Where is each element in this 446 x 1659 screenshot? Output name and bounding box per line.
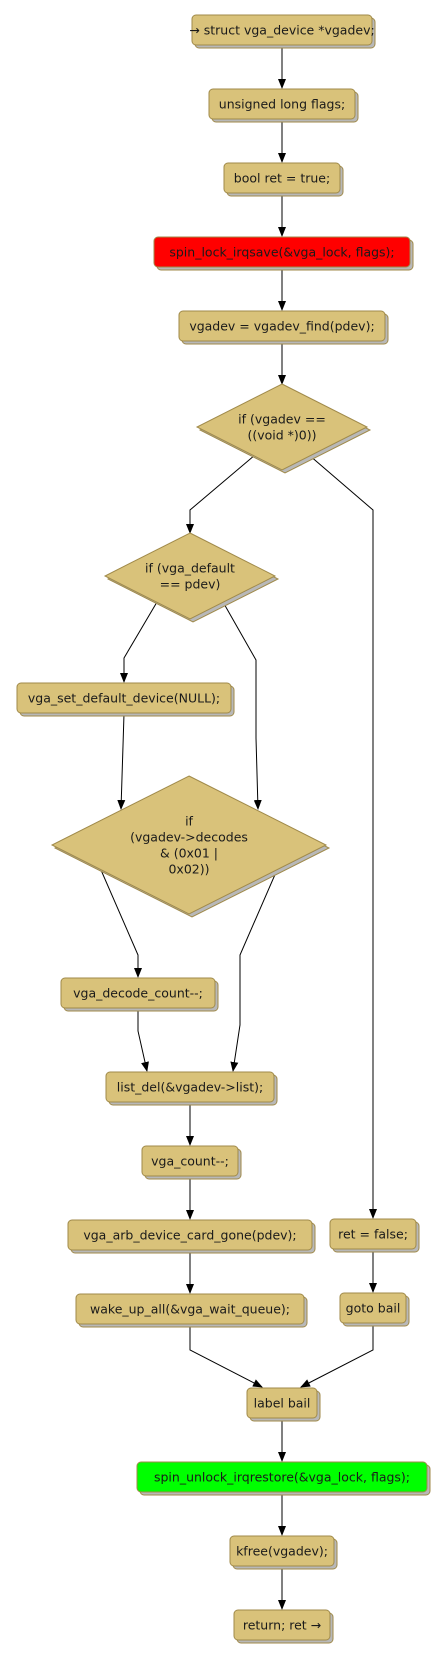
node-label: unsigned long flags; xyxy=(219,97,345,112)
edge-n7-n8 xyxy=(137,1009,149,1072)
decision-label-line: (vgadev->decodes xyxy=(130,830,248,845)
edge-d1-d2 xyxy=(186,454,256,534)
node-label: return; ret → xyxy=(243,1618,321,1633)
node-n14: label bail xyxy=(246,1387,321,1422)
node-box xyxy=(75,1293,305,1325)
edge-d2-n6 xyxy=(120,601,158,683)
node-box xyxy=(339,1292,407,1324)
node-label: wake_up_all(&vga_wait_queue); xyxy=(90,1302,290,1317)
node-label: kfree(vgadev); xyxy=(236,1544,328,1559)
edge-d2-d3 xyxy=(222,601,262,810)
decision-label-line: == pdev) xyxy=(160,577,221,592)
node-box xyxy=(105,1071,275,1103)
node-label: list_del(&vgadev->list); xyxy=(117,1080,263,1095)
node-n4: spin_lock_irqsave(&vga_lock, flags); xyxy=(153,236,414,271)
node-label: label bail xyxy=(254,1396,311,1411)
decision-shape xyxy=(195,383,369,471)
decision-shape xyxy=(50,775,328,915)
node-box xyxy=(153,236,411,268)
node-n3: bool ret = true; xyxy=(223,162,344,197)
edge-d3-n8 xyxy=(230,869,278,1072)
node-label: goto bail xyxy=(346,1301,401,1316)
node-n1: → struct vga_device *vgadev; xyxy=(189,14,376,49)
node-box xyxy=(223,162,341,194)
edge-d1-n12 xyxy=(308,454,377,1219)
nodes: → struct vga_device *vgadev; unsigned lon… xyxy=(16,14,431,1644)
edge-n13-n14 xyxy=(300,1324,374,1388)
decision-d2: if (vga_default== pdev) xyxy=(103,532,280,623)
node-n12: ret = false; xyxy=(329,1218,420,1253)
node-box xyxy=(191,14,373,46)
node-box xyxy=(60,977,216,1009)
node-n2: unsigned long flags; xyxy=(208,88,359,123)
node-n8: list_del(&vgadev->list); xyxy=(105,1071,278,1106)
node-box xyxy=(178,310,386,342)
node-box xyxy=(329,1218,417,1250)
edges xyxy=(100,46,377,1610)
node-box xyxy=(208,88,356,120)
node-n15: spin_unlock_irqrestore(&vga_lock, flags)… xyxy=(136,1461,431,1496)
node-n11: wake_up_all(&vga_wait_queue); xyxy=(75,1293,308,1328)
decision-d3: if(vgadev->decodes& (0x01 |0x02)) xyxy=(50,775,331,918)
edge-d3-n7 xyxy=(100,869,142,978)
node-label: vga_arb_device_card_gone(pdev); xyxy=(83,1228,296,1243)
decision-shape xyxy=(103,532,277,620)
node-n7: vga_decode_count--; xyxy=(60,977,219,1012)
decision-label-line: 0x02)) xyxy=(168,862,209,877)
node-box xyxy=(16,682,232,714)
node-label: bool ret = true; xyxy=(234,171,330,186)
node-box xyxy=(136,1461,428,1493)
node-n9: vga_count--; xyxy=(141,1145,242,1180)
decision-label-line: if xyxy=(185,814,193,829)
node-n10: vga_arb_device_card_gone(pdev); xyxy=(67,1219,316,1254)
node-box xyxy=(233,1609,331,1641)
node-label: vga_count--; xyxy=(151,1154,229,1169)
node-box xyxy=(229,1535,335,1567)
decision-label-line: if (vga_default xyxy=(145,561,235,576)
edge-n11-n14 xyxy=(189,1325,263,1388)
node-label: vgadev = vgadev_find(pdev); xyxy=(189,319,374,334)
decision-label-line: ((void *)0)) xyxy=(247,428,316,443)
node-label: spin_unlock_irqrestore(&vga_lock, flags)… xyxy=(154,1470,410,1485)
node-label: vga_set_default_device(NULL); xyxy=(28,691,220,706)
decision-label-line: & (0x01 | xyxy=(160,846,218,861)
node-n6: vga_set_default_device(NULL); xyxy=(16,682,235,717)
node-n16: kfree(vgadev); xyxy=(229,1535,338,1570)
node-box xyxy=(246,1387,318,1419)
node-box xyxy=(67,1219,313,1251)
edge-n6-d3 xyxy=(117,713,126,810)
node-n5: vgadev = vgadev_find(pdev); xyxy=(178,310,389,345)
node-label: spin_lock_irqsave(&vga_lock, flags); xyxy=(169,245,394,260)
decision-d1: if (vgadev ==((void *)0)) xyxy=(195,383,372,474)
node-n17: return; ret → xyxy=(233,1609,334,1644)
node-n13: goto bail xyxy=(339,1292,410,1327)
node-label: ret = false; xyxy=(338,1227,408,1242)
decision-label-line: if (vgadev == xyxy=(238,412,326,427)
node-box xyxy=(141,1145,239,1177)
node-label: → struct vga_device *vgadev; xyxy=(189,23,374,38)
node-label: vga_decode_count--; xyxy=(73,986,203,1001)
